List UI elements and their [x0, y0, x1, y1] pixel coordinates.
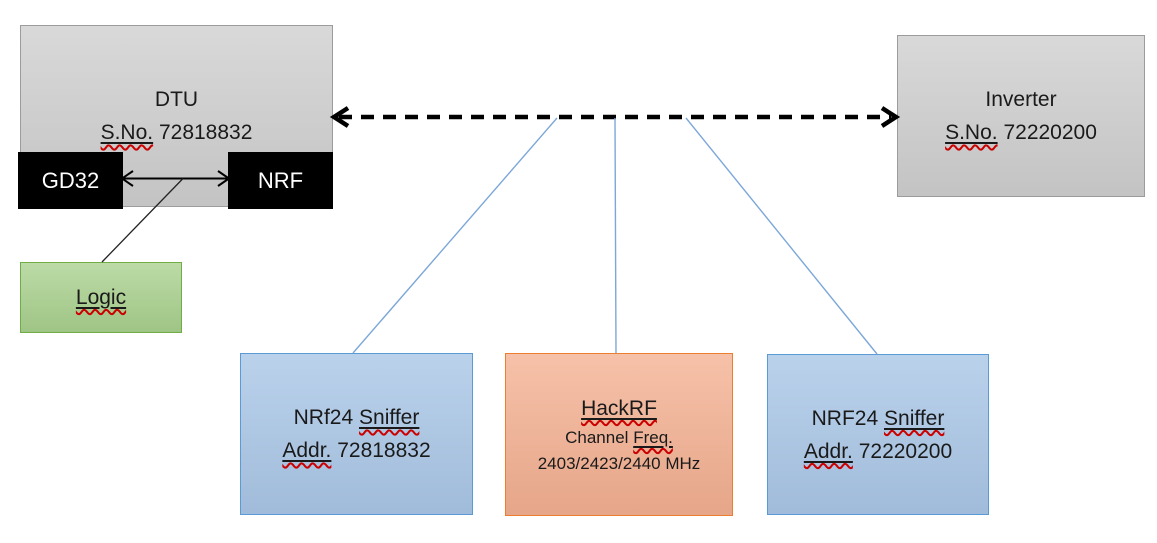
gd32-box: GD32 [18, 152, 123, 209]
sniffer1-name-prefix: NRf24 [293, 406, 354, 429]
hackrf-channel-flag: Freq. [633, 427, 673, 447]
sniffer2-box: NRF24 Sniffer Addr. 72220200 [767, 354, 989, 515]
dtu-serial-label: S.No. [100, 121, 154, 144]
sniffer2-name-line: NRF24 Sniffer [812, 402, 945, 435]
sniffer2-name-prefix: NRF24 [811, 406, 879, 430]
hackrf-channel-prefix: Channel [565, 427, 629, 447]
sniffer1-name-line: NRf24 Sniffer [294, 401, 420, 434]
sniffer1-box: NRf24 Sniffer Addr. 72818832 [240, 353, 473, 515]
nrf-box: NRF [228, 152, 333, 209]
sniffer2-address: 72220200 [858, 439, 953, 463]
logic-label: Logic [75, 285, 127, 309]
connector-sniffer2 [685, 117, 878, 355]
sniffer1-addr-line: Addr. 72818832 [282, 434, 430, 467]
dtu-inverter-dashed-arrow [329, 106, 901, 128]
inverter-box: Inverter S.No. 72220200 [897, 35, 1145, 197]
dtu-title: DTU [154, 88, 199, 111]
connector-sniffer1 [352, 117, 558, 354]
inverter-title: Inverter [985, 88, 1057, 111]
hackrf-box: HackRF Channel Freq. 2403/2423/2440 MHz [505, 353, 733, 516]
hackrf-frequencies: 2403/2423/2440 MHz [537, 453, 701, 473]
hackrf-channel-line: Channel Freq. [565, 425, 673, 451]
inverter-serial-label: S.No. [945, 121, 998, 144]
connector-hackrf [614, 117, 617, 354]
sniffer1-address: 72818832 [337, 439, 431, 462]
sniffer2-name-flag: Sniffer [884, 406, 945, 430]
nrf-label: NRF [257, 167, 304, 193]
hackrf-title: HackRF [581, 396, 657, 420]
logic-box: Logic [20, 262, 182, 333]
dtu-serial-line: S.No. 72818832 [101, 116, 253, 149]
sniffer2-addr-line: Addr. 72220200 [804, 435, 952, 468]
sniffer2-addr-label: Addr. [803, 439, 853, 463]
inverter-serial-number: 72220200 [1003, 121, 1097, 144]
hackrf-title-line: HackRF [581, 393, 657, 425]
gd32-label: GD32 [41, 167, 100, 193]
sniffer1-name-flag: Sniffer [359, 406, 420, 429]
dtu-serial-number: 72818832 [158, 121, 253, 144]
sniffer1-addr-label: Addr. [282, 439, 332, 462]
dtu-box: DTU S.No. 72818832 [20, 25, 333, 207]
inverter-serial-line: S.No. 72220200 [945, 116, 1097, 149]
